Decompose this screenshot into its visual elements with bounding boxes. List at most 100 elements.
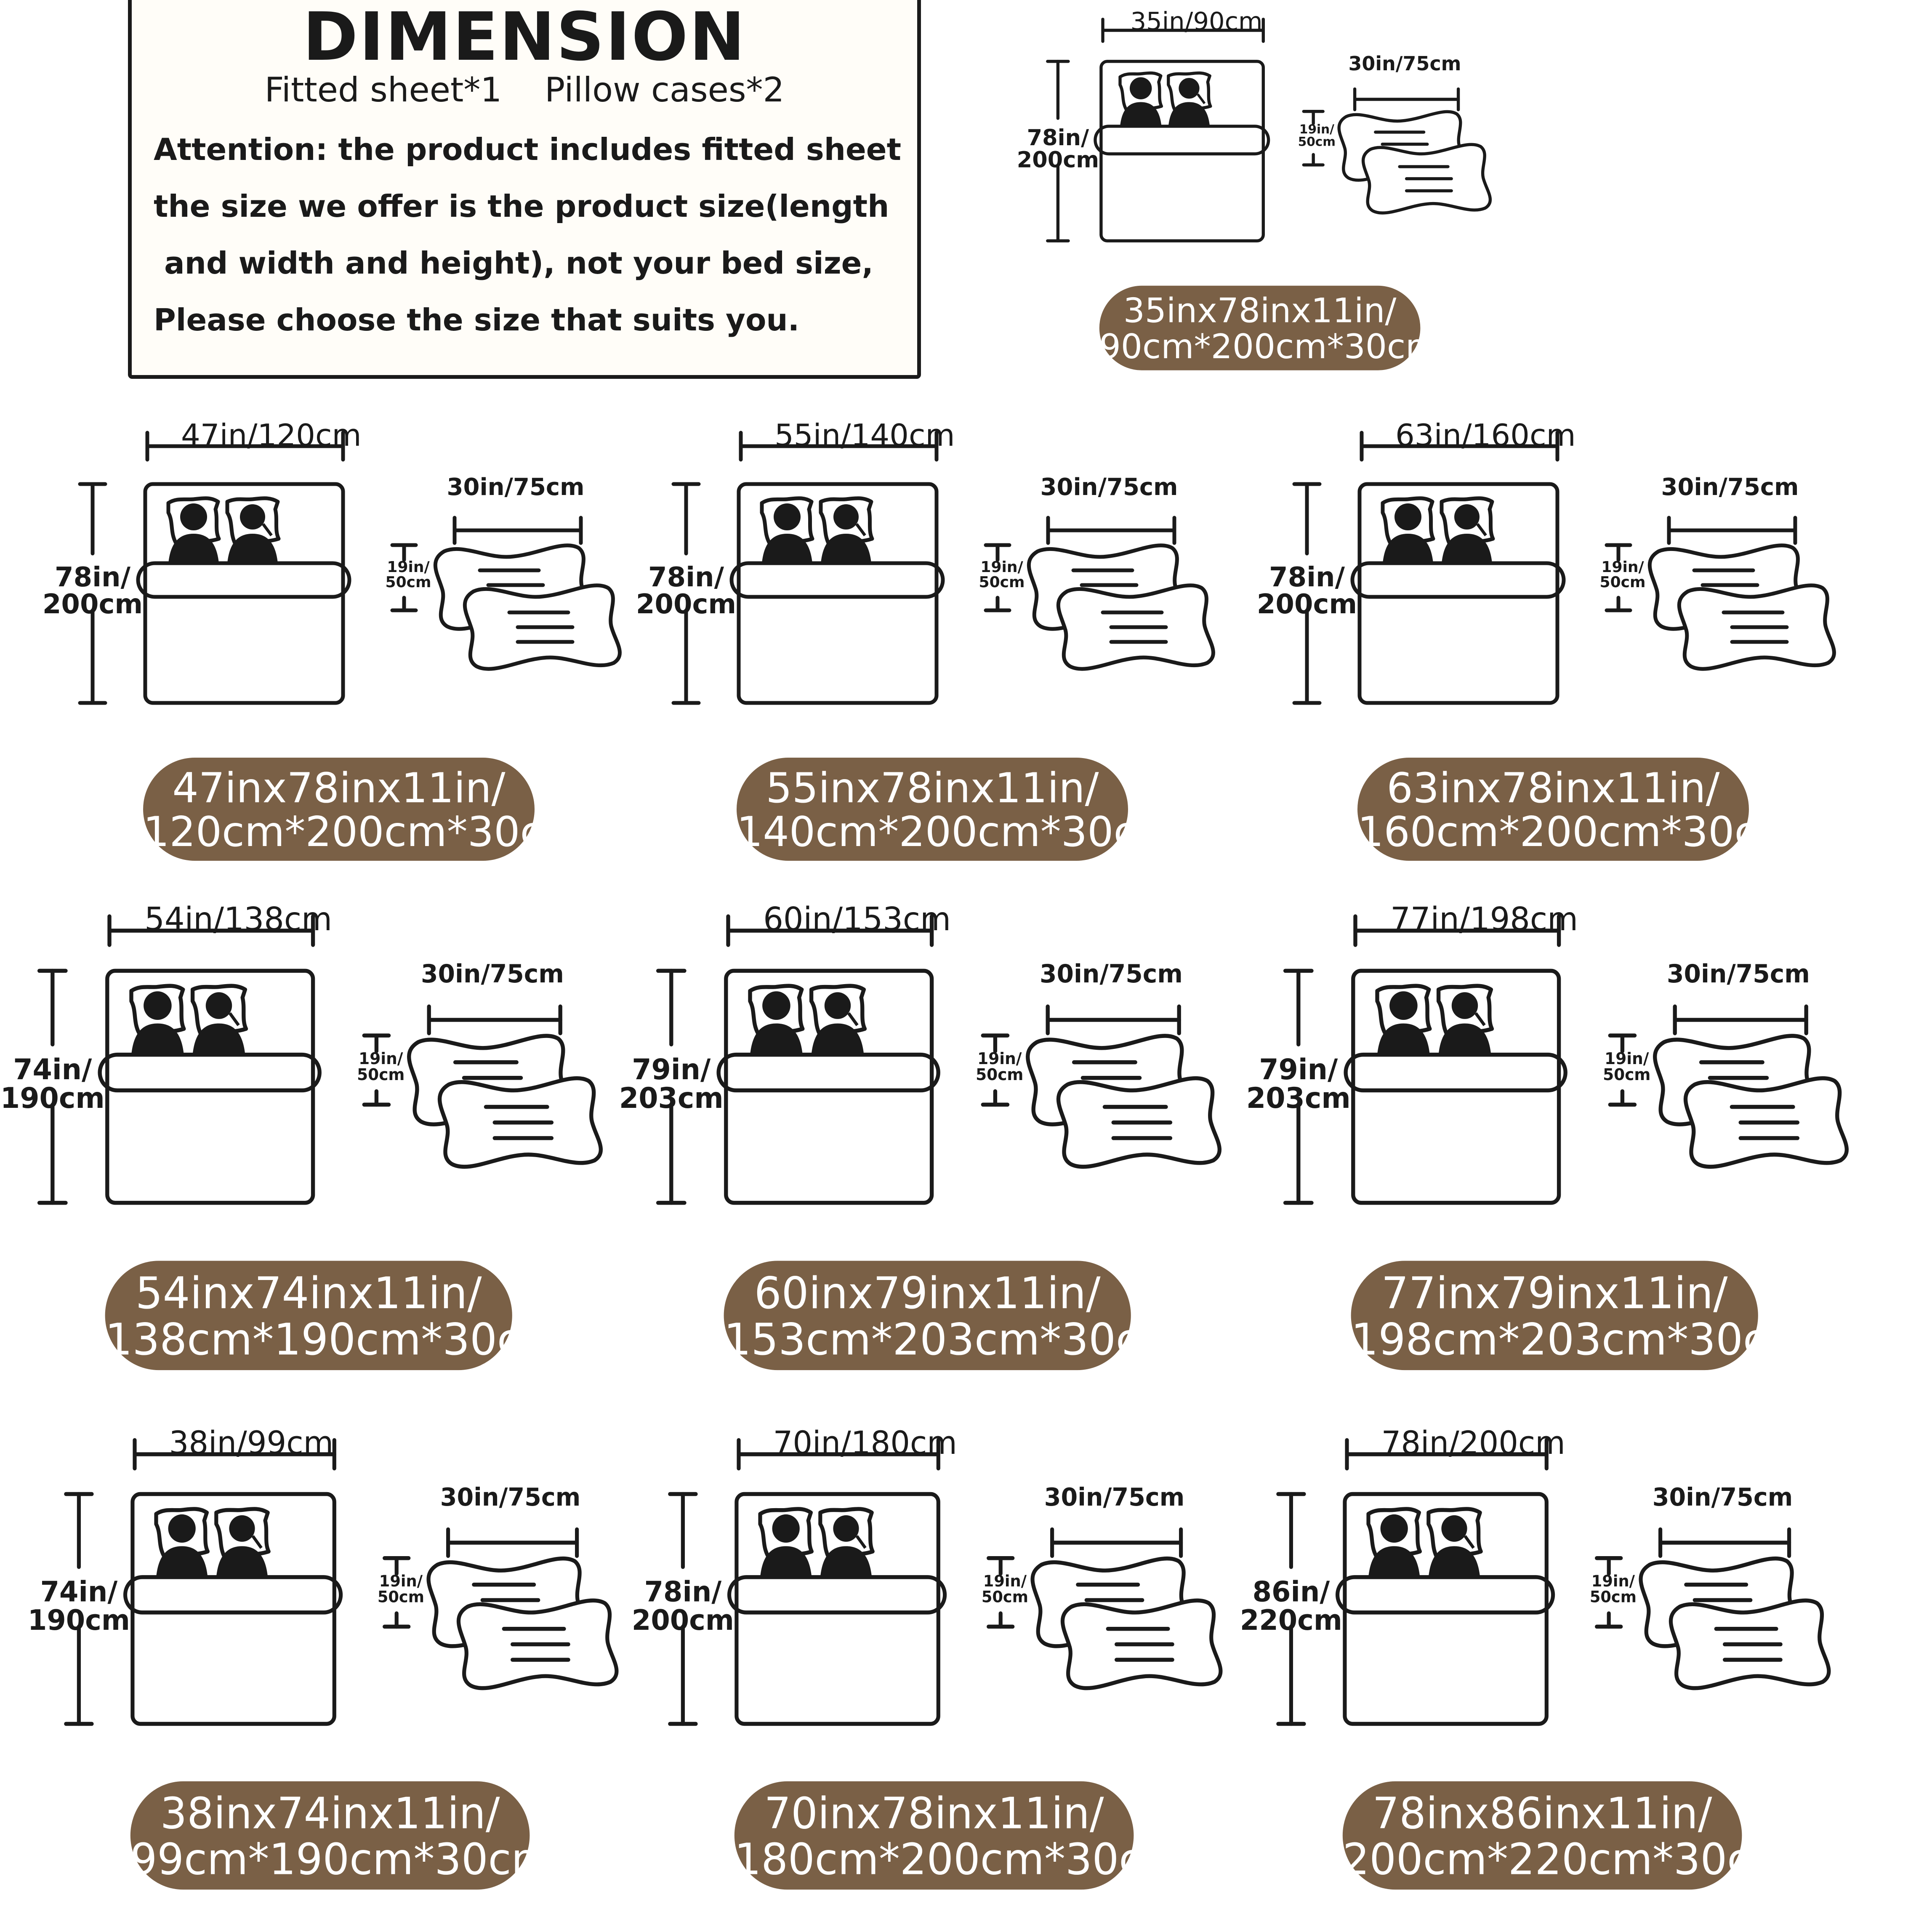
bed-width-label: 70in/180cm	[773, 1424, 957, 1461]
size-card-9: 78in/200cm 86in/ 220cm 30in/75cm 19in/ 5…	[1240, 1410, 1841, 1910]
pillow-width-label: 30in/75cm	[1348, 53, 1461, 75]
size-card-7: 38in/99cm 74in/ 190cm 30in/75cm 19in/ 50…	[27, 1410, 628, 1910]
size-inches: 54inx74inx11in/	[135, 1268, 482, 1319]
size-pill: 47inx78inx11in/ 120cm*200cm*30cm	[143, 758, 583, 861]
size-cm: 90cm*200cm*30cm	[1099, 327, 1439, 367]
size-cm: 99cm*190cm*30cm	[130, 1834, 552, 1885]
size-cm: 200cm*220cm*30cm	[1342, 1834, 1791, 1885]
bed-pillow-right	[1436, 984, 1494, 1035]
people-icon	[156, 1514, 268, 1577]
pillow-height-label: 19in/ 50cm	[385, 559, 431, 591]
bed-length-label: 78in/ 200cm	[636, 562, 737, 620]
pillow-width-label: 30in/75cm	[1044, 1483, 1185, 1512]
bed-pillow-left	[748, 984, 805, 1035]
size-cm: 198cm*203cm*30cm	[1351, 1314, 1809, 1365]
people-icon	[1120, 77, 1210, 126]
size-cm: 120cm*200cm*30cm	[143, 808, 583, 856]
bed-pillow-left	[1366, 1507, 1422, 1558]
bed-length-label: 78in/ 200cm	[1017, 125, 1099, 173]
attention-line-3: and width and height), not your bed size…	[154, 245, 873, 281]
bed-width-label: 60in/153cm	[763, 900, 951, 938]
bed-pillow-right	[1426, 1507, 1483, 1558]
pillow-width-label: 30in/75cm	[440, 1483, 581, 1512]
bed-width-label: 78in/200cm	[1381, 1424, 1565, 1461]
pillow-height-label: 19in/ 50cm	[377, 1572, 424, 1607]
bed-pillow-right	[225, 496, 281, 545]
size-pill: 55inx78inx11in/ 140cm*200cm*30cm	[737, 758, 1176, 861]
bed-length-label: 74in/ 190cm	[0, 1053, 105, 1115]
pillow-height-label: 19in/ 50cm	[1589, 1572, 1637, 1607]
size-pill: 38inx74inx11in/ 99cm*190cm*30cm	[130, 1781, 552, 1890]
size-inches: 55inx78inx11in/	[766, 764, 1099, 812]
bed-width-label: 55in/140cm	[774, 418, 955, 453]
people-icon	[168, 503, 278, 563]
pillow-height-label: 19in/ 50cm	[976, 1050, 1024, 1084]
pillow-height-label: 19in/ 50cm	[1603, 1050, 1651, 1084]
bed-length-label: 79in/ 203cm	[619, 1053, 724, 1115]
size-pill: 78inx86inx11in/ 200cm*220cm*30cm	[1342, 1781, 1791, 1890]
fitted-sheet-band	[123, 1575, 343, 1615]
bed-width-label: 47in/120cm	[181, 418, 362, 453]
bed-diagram	[37, 914, 603, 1205]
size-pill: 60inx79inx11in/ 153cm*203cm*30cm	[724, 1261, 1182, 1370]
bed-diagram	[1283, 914, 1849, 1205]
bed-length-label: 78in/ 200cm	[631, 1575, 734, 1637]
size-cm: 153cm*203cm*30cm	[724, 1314, 1182, 1365]
pillow-width-label: 30in/75cm	[447, 474, 585, 501]
pillow-width-label: 30in/75cm	[1666, 959, 1810, 989]
bed-pillow-left	[760, 496, 814, 545]
size-inches: 35inx78inx11in/	[1123, 291, 1397, 331]
people-icon	[762, 503, 871, 563]
size-pill: 35inx78inx11in/ 90cm*200cm*30cm	[1099, 285, 1439, 370]
fitted-sheet-band	[1094, 125, 1270, 156]
bed-pillow-right	[809, 984, 867, 1035]
fitted-sheet-band	[716, 1052, 940, 1093]
fitted-sheet-band	[1344, 1052, 1567, 1093]
bed-width-label: 54in/138cm	[144, 900, 333, 938]
size-inches: 77inx79inx11in/	[1381, 1268, 1728, 1319]
bed-pillow-left	[129, 984, 186, 1035]
bed-diagram	[656, 914, 1222, 1205]
size-card-0: 35in/90cm 78in/ 200cm 30in/75cm 19in/ 50…	[1017, 0, 1500, 386]
people-icon	[1377, 991, 1491, 1055]
size-cm: 138cm*190cm*30cm	[105, 1314, 563, 1365]
people-icon	[1368, 1514, 1480, 1577]
size-pill: 70inx78inx11in/ 180cm*200cm*30cm	[734, 1781, 1183, 1890]
bed-pillow-left	[1381, 496, 1435, 545]
pillow-height-label: 19in/ 50cm	[981, 1572, 1028, 1607]
bed-width-label: 38in/99cm	[169, 1424, 334, 1461]
attention-line-1: Attention: the product includes fitted s…	[154, 132, 902, 167]
bed-diagram	[668, 1438, 1223, 1726]
size-inches: 47inx78inx11in/	[172, 764, 506, 812]
pillow-width-label: 30in/75cm	[1652, 1483, 1793, 1512]
pillow-height-label: 19in/ 50cm	[1298, 122, 1336, 149]
bed-width-label: 63in/160cm	[1395, 418, 1576, 453]
pillow-width-label: 30in/75cm	[420, 959, 564, 989]
size-cm: 180cm*200cm*30cm	[734, 1834, 1183, 1885]
bed-diagram	[78, 431, 622, 705]
bed-width-label: 35in/90cm	[1130, 7, 1263, 36]
pillow-height-label: 19in/ 50cm	[357, 1050, 405, 1084]
pillow-height-label: 19in/ 50cm	[979, 559, 1025, 591]
size-pill: 54inx74inx11in/ 138cm*190cm*30cm	[105, 1261, 563, 1370]
pillow-width-label: 30in/75cm	[1661, 474, 1799, 501]
size-card-8: 70in/180cm 78in/ 200cm 30in/75cm 19in/ 5…	[631, 1410, 1232, 1910]
bed-pillow-right	[1167, 71, 1212, 112]
bed-pillow-left	[758, 1507, 814, 1558]
bed-diagram	[1276, 1438, 1831, 1726]
pillow-width-label: 30in/75cm	[1039, 959, 1183, 989]
size-card-1: 47in/120cm 78in/ 200cm 30in/75cm 19in/ 5…	[42, 404, 631, 880]
bed-pillow-left	[1375, 984, 1432, 1035]
pillow-width-label: 30in/75cm	[1040, 474, 1178, 501]
bed-diagram	[1292, 431, 1836, 705]
size-pill: 77inx79inx11in/ 198cm*203cm*30cm	[1351, 1261, 1809, 1370]
info-box: DIMENSION Fitted sheet*1 Pillow cases*2 …	[128, 0, 921, 379]
bed-diagram	[671, 431, 1215, 705]
attention-line-4: Please choose the size that suits you.	[154, 302, 800, 338]
size-cm: 160cm*200cm*30cm	[1357, 808, 1797, 856]
bed-pillow-left	[1118, 71, 1163, 112]
bed-diagram	[64, 1438, 619, 1726]
size-inches: 78inx86inx11in/	[1372, 1788, 1712, 1839]
size-card-4: 54in/138cm 74in/ 190cm 30in/75cm 19in/ 5…	[0, 886, 613, 1390]
bed-pillow-right	[190, 984, 248, 1035]
